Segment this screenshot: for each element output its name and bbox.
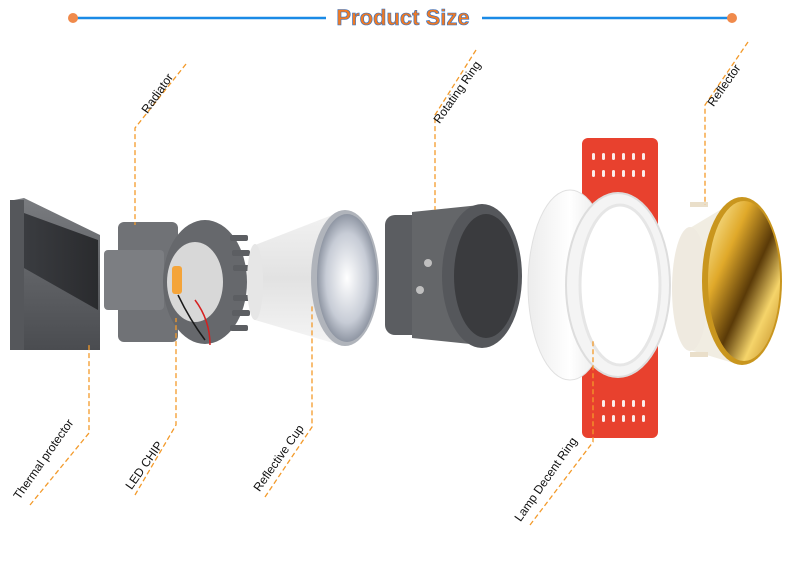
thermal-protector-part — [10, 198, 100, 350]
radiator-part — [104, 220, 251, 346]
rotating-ring-part — [385, 204, 522, 348]
led-chip-part — [172, 266, 182, 294]
leader-lines — [29, 41, 749, 526]
page-title: Product Size — [336, 5, 470, 31]
header-rule — [68, 13, 737, 23]
reflector-part — [672, 197, 782, 365]
lamp-decent-ring-part — [527, 138, 671, 438]
reflective-cup-part — [247, 210, 379, 346]
